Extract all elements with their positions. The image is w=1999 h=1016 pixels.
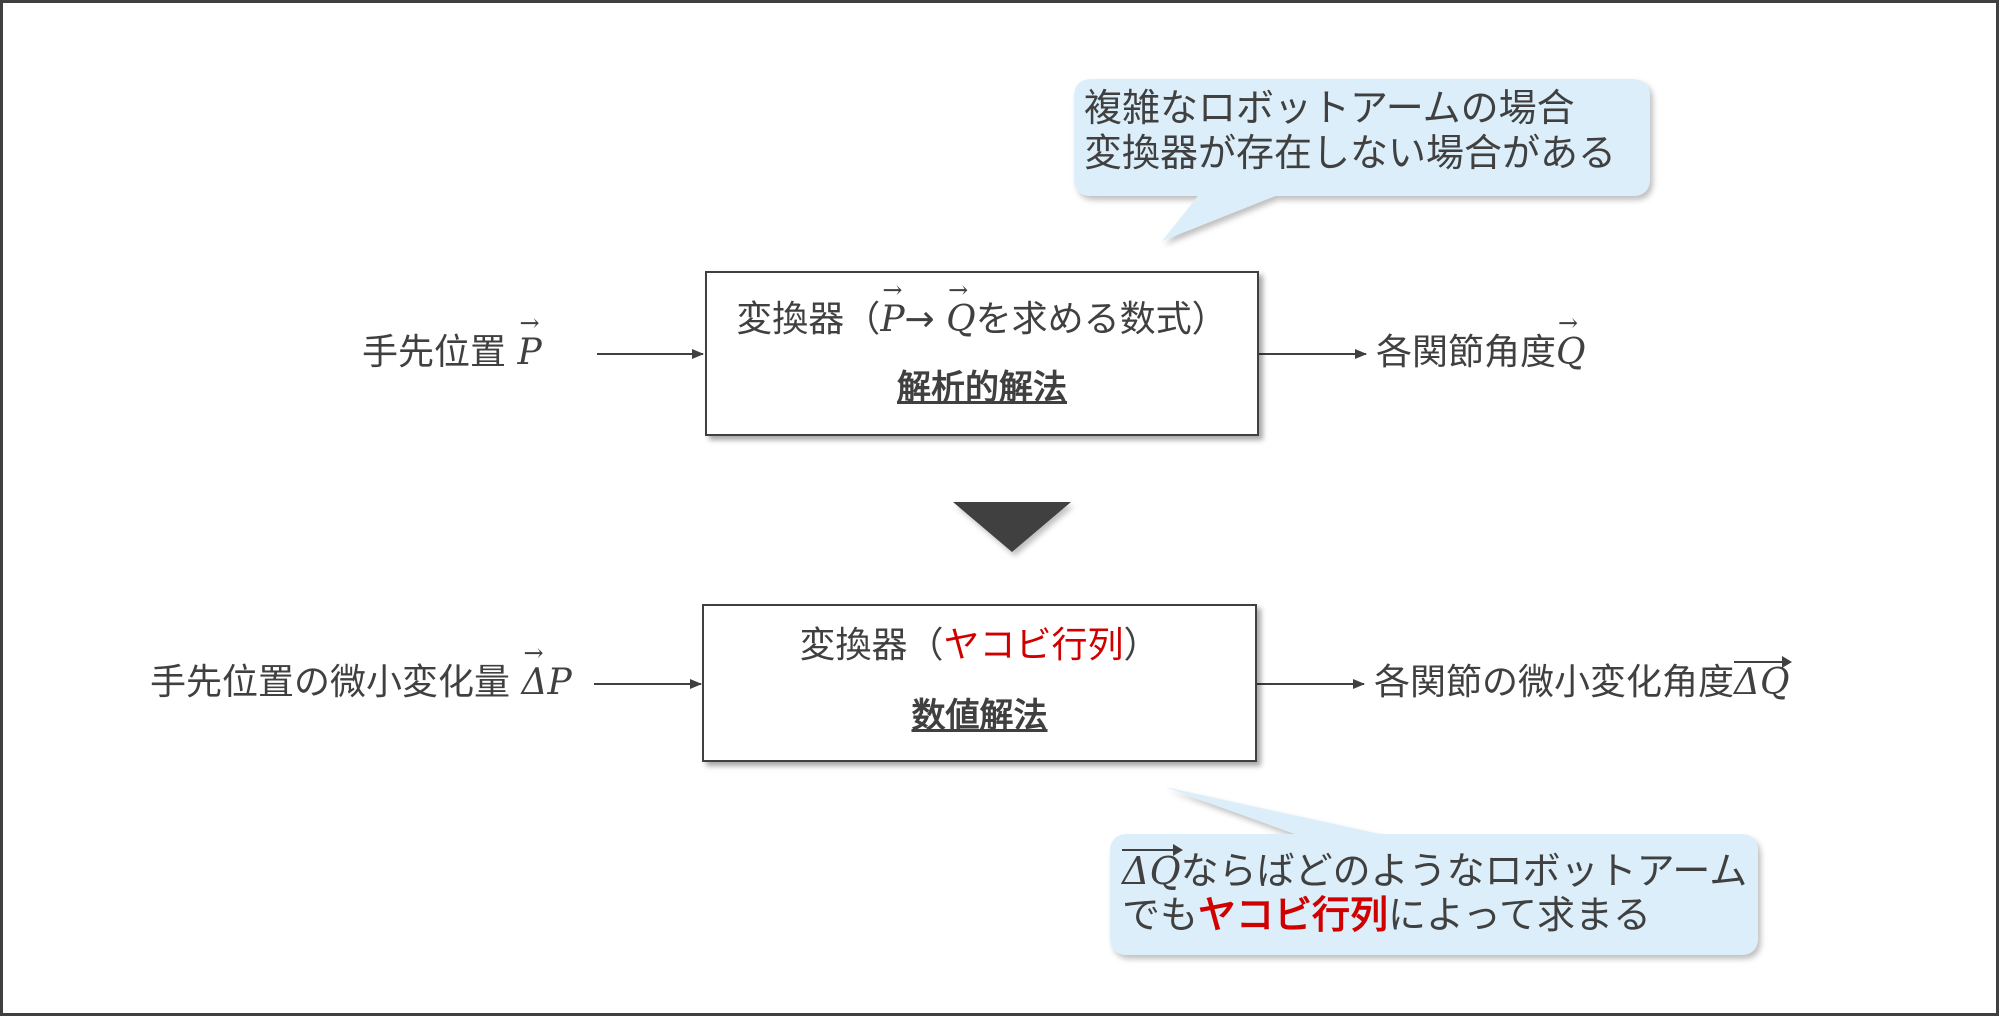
top-input-label: 手先位置 P xyxy=(362,311,542,375)
callout-top-line2: 変換器が存在しない場合がある xyxy=(1084,131,1617,175)
top-converter-title: 変換器（P→ Qを求める数式） xyxy=(707,278,1257,342)
top-output-label: 各関節角度Q xyxy=(1376,311,1586,375)
bottom-converter-box: 変換器（ヤコビ行列） 数値解法 xyxy=(702,604,1257,762)
callout-bottom-bubble xyxy=(1110,787,1758,955)
delta-q-vector-symbol: ΔQ xyxy=(1734,656,1792,703)
top-converter-box: 変換器（P→ Qを求める数式） 解析的解法 xyxy=(705,271,1259,436)
callout-bottom-line2: でもヤコビ行列によって求まる xyxy=(1122,893,1651,937)
delta-p-vector-symbol: ΔP xyxy=(521,641,571,705)
jacobian-highlight: ヤコビ行列 xyxy=(943,625,1124,666)
callout-bottom-line1: ΔQならばどのようなロボットアーム xyxy=(1122,844,1748,893)
q-vector-symbol: Q xyxy=(1556,311,1586,375)
top-method-label: 解析的解法 xyxy=(897,368,1067,408)
bottom-input-label: 手先位置の微小変化量 ΔP xyxy=(150,641,572,705)
callout-delta-q-symbol: ΔQ xyxy=(1122,844,1183,893)
callout-top-line1: 複雑なロボットアームの場合 xyxy=(1084,86,1575,130)
bottom-converter-title: 変換器（ヤコビ行列） xyxy=(799,625,1160,666)
callout-top-bubble xyxy=(1074,79,1650,241)
bottom-output-label: 各関節の微小変化角度ΔQ xyxy=(1374,656,1792,703)
bottom-method-label: 数値解法 xyxy=(911,696,1048,736)
p-vector-symbol: P xyxy=(517,311,541,375)
callout-jacobian-highlight: ヤコビ行列 xyxy=(1198,893,1389,937)
transition-down-arrow-icon xyxy=(953,502,1071,552)
